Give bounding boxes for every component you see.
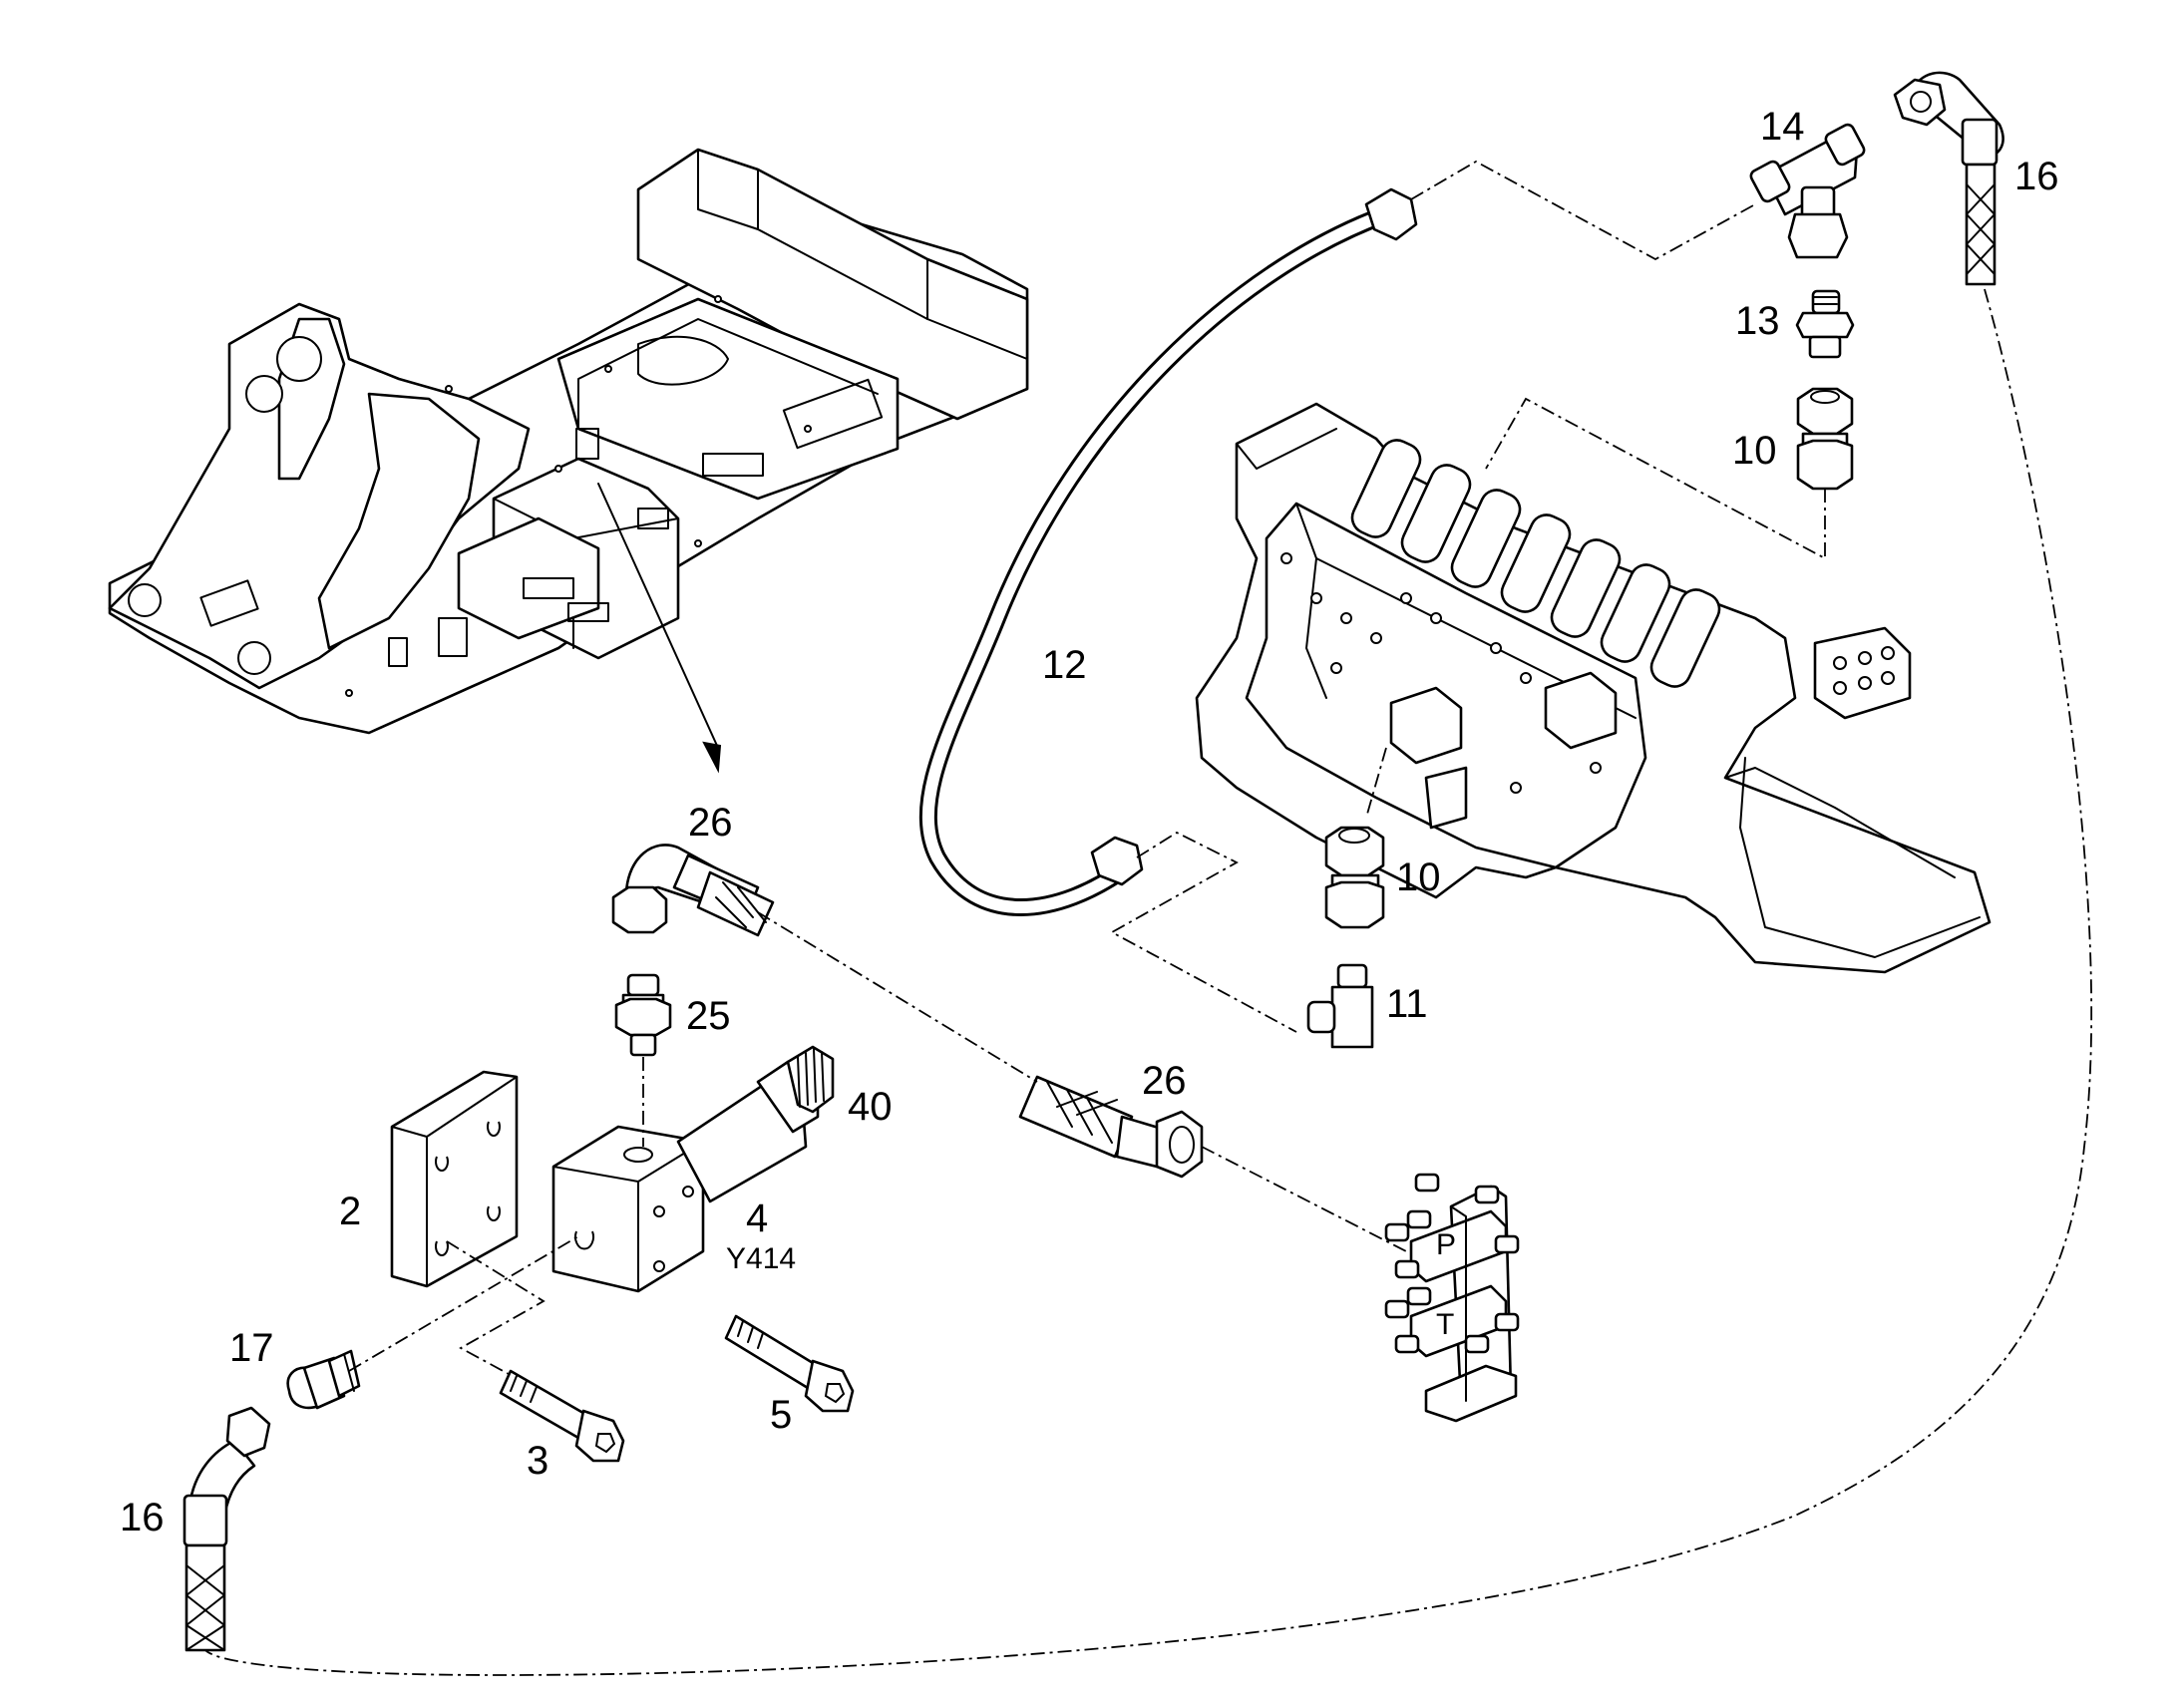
hose-16-top: [1893, 71, 2004, 286]
part-labels: 14 16 13 10 12 26 10 25 11 26 40 2 4 Y41…: [120, 105, 2059, 1539]
bolt-5: [724, 1314, 855, 1413]
fitting-10-middle: [1324, 826, 1385, 929]
hose-fitting-26-middle: [1018, 1075, 1204, 1179]
p-t-manifold: [1384, 1173, 1520, 1423]
tee-fitting-14: [1749, 123, 1866, 259]
label-4-code: Y414: [726, 1242, 796, 1275]
machine-frame: [108, 148, 1029, 774]
label-17: 17: [229, 1326, 274, 1370]
valve-spool-caps: [1350, 439, 1721, 688]
label-26-top: 26: [688, 801, 733, 845]
fitting-10-top: [1796, 387, 1854, 491]
port-label-p: P: [1436, 1228, 1456, 1261]
label-11: 11: [1386, 982, 1428, 1026]
label-40: 40: [848, 1085, 893, 1129]
elbow-fitting-26-top: [611, 844, 775, 937]
label-16-bottom: 16: [120, 1496, 165, 1539]
valve-4: [551, 1045, 835, 1293]
port-label-t: T: [1436, 1308, 1454, 1341]
label-2: 2: [339, 1190, 361, 1233]
adapter-25: [614, 973, 672, 1057]
label-16-top: 16: [2014, 155, 2059, 198]
label-5: 5: [770, 1393, 792, 1437]
connection-lines: [204, 160, 2093, 1676]
bolt-3: [499, 1369, 625, 1463]
label-10-top: 10: [1732, 429, 1777, 473]
label-3: 3: [527, 1439, 548, 1483]
label-26-middle: 26: [1142, 1059, 1187, 1103]
label-4: 4: [746, 1196, 768, 1240]
hose-16-bottom: [182, 1406, 271, 1652]
adapter-13: [1795, 289, 1855, 359]
tee-fitting-11: [1306, 963, 1374, 1049]
label-14: 14: [1760, 105, 1805, 149]
pipe-12: [918, 187, 1418, 916]
plate-2: [390, 1070, 519, 1288]
label-10-middle: 10: [1396, 855, 1441, 899]
plug-17: [286, 1349, 361, 1410]
control-valve-block: [1195, 402, 1992, 974]
label-12: 12: [1042, 643, 1087, 687]
label-25: 25: [686, 994, 731, 1038]
label-13: 13: [1735, 299, 1780, 343]
